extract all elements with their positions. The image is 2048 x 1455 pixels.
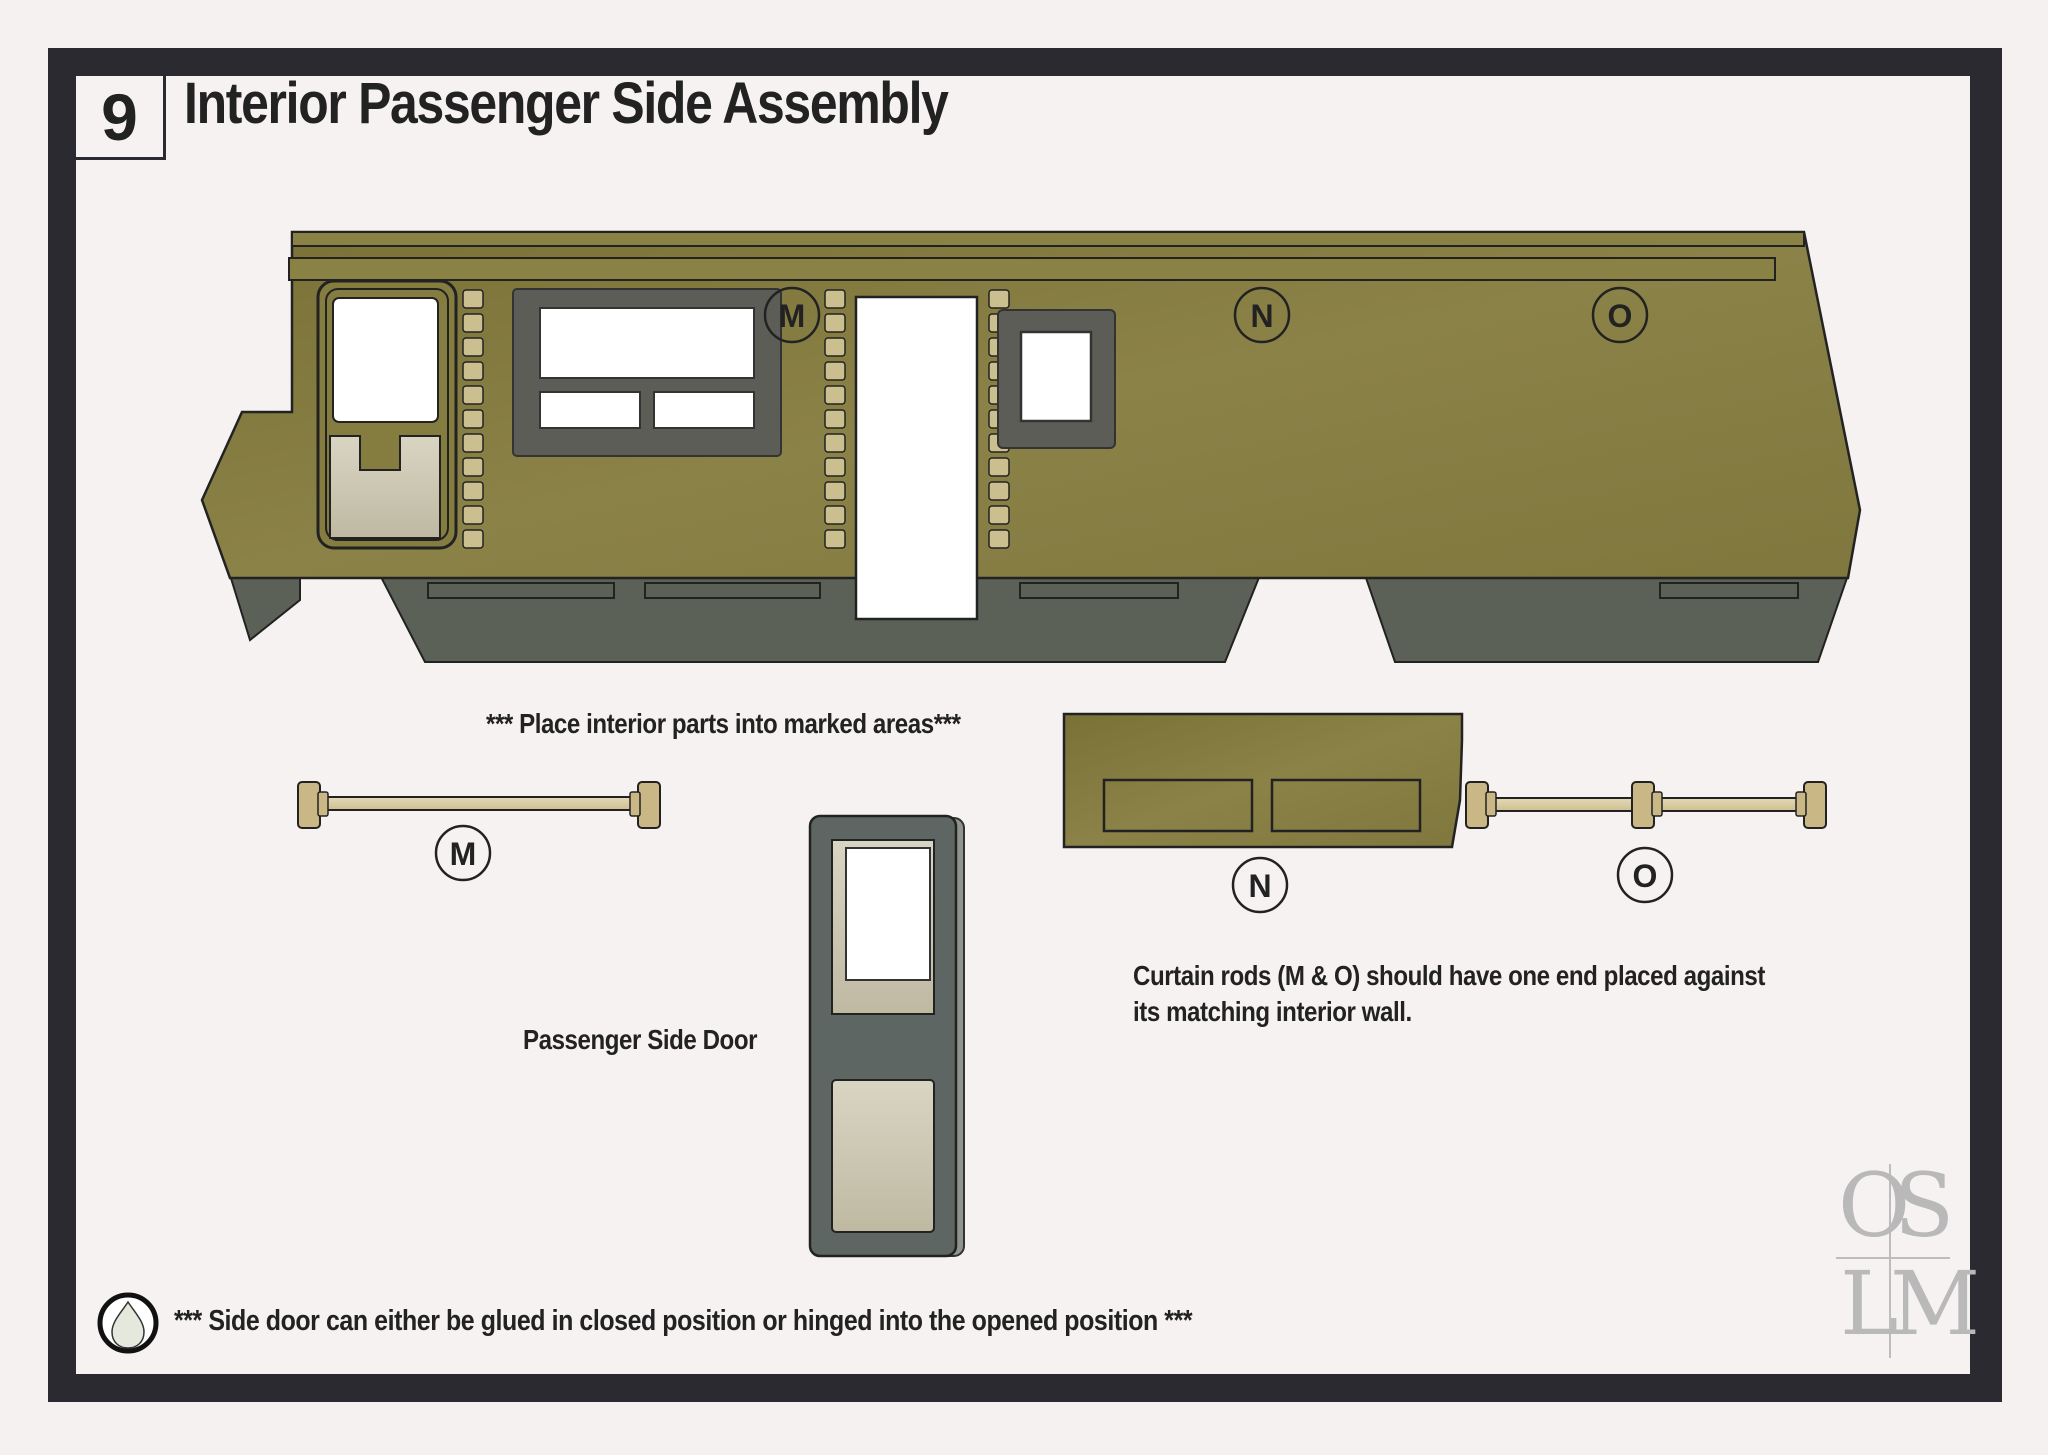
place-parts-note: *** Place interior parts into marked are… — [486, 708, 961, 739]
marker-o-wall: O — [1591, 286, 1649, 344]
step-number: 9 — [76, 76, 166, 160]
curtain-rod-m — [297, 781, 661, 829]
marker-label: N — [1248, 868, 1271, 904]
marker-label: O — [1608, 298, 1633, 334]
page-title: Interior Passenger Side Assembly — [184, 71, 949, 136]
marker-m-rod: M — [434, 824, 492, 882]
brand-letter: M — [1890, 1252, 1981, 1355]
droplet-icon — [97, 1292, 159, 1354]
brand-letter: O — [1838, 1154, 1911, 1257]
marker-label: M — [779, 298, 806, 334]
curtain-rods-note: Curtain rods (M & O) should have one end… — [1133, 958, 1765, 1030]
door-label: Passenger Side Door — [523, 1024, 758, 1055]
marker-o-rod: O — [1616, 846, 1674, 904]
curtain-rod-o — [1465, 781, 1827, 829]
marker-n-wall: N — [1233, 286, 1291, 344]
footer-note: *** Side door can either be glued in clo… — [174, 1305, 1193, 1337]
marker-label: O — [1633, 858, 1658, 894]
curtain-rods-note-line1: Curtain rods (M & O) should have one end… — [1133, 960, 1765, 991]
marker-label: M — [450, 836, 477, 872]
marker-n-part: N — [1231, 856, 1289, 914]
interior-panel-n — [1062, 712, 1464, 849]
interior-wall-panel — [200, 230, 1862, 663]
brand-logo: O S L M — [1834, 1154, 1980, 1360]
marker-label: N — [1250, 298, 1273, 334]
curtain-rods-note-line2: its matching interior wall. — [1133, 996, 1412, 1027]
marker-m-wall: M — [763, 286, 821, 344]
passenger-side-door — [808, 814, 965, 1258]
brand-letter: L — [1840, 1252, 1899, 1355]
brand-letter: S — [1894, 1154, 1955, 1257]
brand-logo-lines — [1836, 1164, 1950, 1358]
